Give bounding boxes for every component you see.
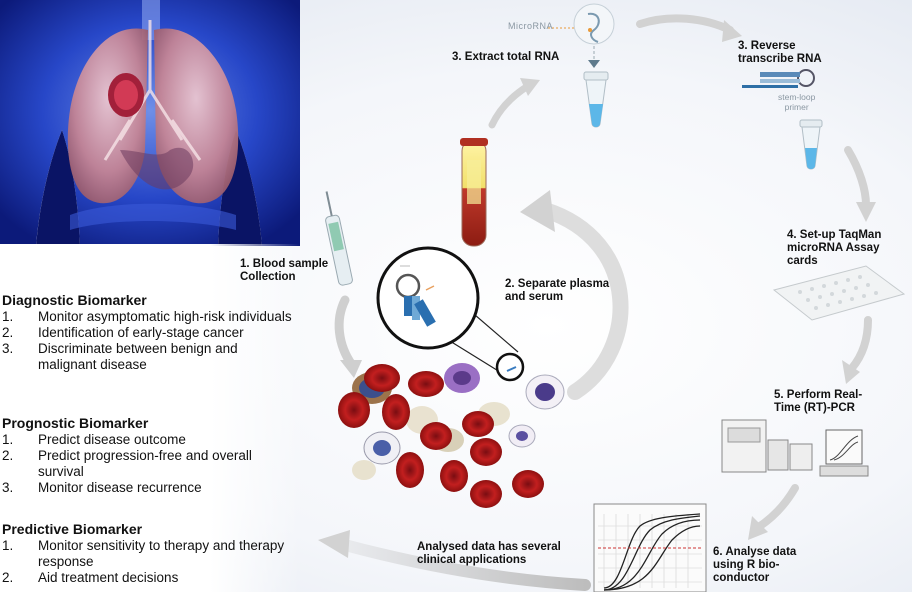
step-2-label: 2. Separate plasma and serum bbox=[505, 278, 610, 303]
cycle-arrows bbox=[318, 14, 876, 591]
arrow-pcr-to-analyse bbox=[756, 484, 799, 530]
biomarker-panel bbox=[0, 244, 300, 592]
list-item: 3.Monitor disease recurrence bbox=[2, 480, 202, 495]
step-1-label: 1. Blood sample Collection bbox=[240, 258, 329, 283]
prognostic-list: 1.Predict disease outcome 2.Predict prog… bbox=[2, 432, 292, 496]
step-3-label: 3. Extract total RNA bbox=[452, 51, 560, 63]
stem-loop-primer-icon bbox=[742, 69, 815, 88]
list-item: 2.Aid treatment decisions bbox=[2, 570, 179, 585]
list-item: 1.Predict disease outcome bbox=[2, 432, 186, 447]
arrow-head-plasma bbox=[520, 190, 555, 232]
step-5-label: 5. Perform Real- Time (RT)-PCR bbox=[774, 389, 863, 414]
list-item: 1.Monitor sensitivity to therapy and the… bbox=[2, 538, 285, 569]
list-item: 2.Identification of early-stage cancer bbox=[2, 325, 244, 340]
arrow-head-analyse bbox=[748, 516, 768, 540]
rt-tube-icon bbox=[799, 119, 823, 170]
predictive-list: 1.Monitor sensitivity to therapy and the… bbox=[2, 538, 292, 586]
arrow-head-cells bbox=[340, 360, 362, 378]
syringe-icon bbox=[325, 191, 353, 286]
predictive-section: Predictive Biomarker 1.Monitor sensitivi… bbox=[2, 521, 292, 586]
arrow-extract-to-rt bbox=[636, 14, 734, 34]
step-6-label: 6. Analyse data using R bio- conductor bbox=[713, 546, 797, 584]
step-4-label: 4. Set-up TaqMan microRNA Assay cards bbox=[787, 229, 882, 267]
arrow-head-extract bbox=[520, 78, 540, 96]
list-item: 2.Predict progression-free and overall s… bbox=[2, 448, 252, 479]
arrow-cells-to-plasma bbox=[537, 202, 629, 400]
amplification-plot-icon bbox=[593, 503, 707, 592]
arrow-head-clinical bbox=[318, 530, 350, 558]
predictive-title: Predictive Biomarker bbox=[2, 521, 143, 537]
zoom-callout bbox=[376, 246, 525, 382]
lung-torso-illustration bbox=[0, 0, 300, 246]
arrow-head-rt bbox=[722, 20, 742, 42]
prognostic-section: Prognostic Biomarker 1.Predict disease o… bbox=[2, 415, 292, 496]
extract-tube-icon bbox=[583, 71, 609, 128]
workflow-graphics bbox=[318, 3, 906, 592]
clinical-applications-label: Analysed data has several clinical appli… bbox=[417, 541, 561, 566]
diagnostic-title: Diagnostic Biomarker bbox=[2, 292, 147, 308]
list-item: 3.Discriminate between benign and malign… bbox=[2, 341, 238, 372]
step-3b-label: 3. Reverse transcribe RNA bbox=[738, 40, 822, 65]
diagnostic-list: 1.Monitor asymptomatic high-risk individ… bbox=[2, 309, 292, 373]
diagnostic-section: Diagnostic Biomarker 1.Monitor asymptoma… bbox=[2, 292, 292, 373]
prognostic-title: Prognostic Biomarker bbox=[2, 415, 149, 431]
microrna-icon bbox=[548, 3, 615, 68]
list-item: 1.Monitor asymptomatic high-risk individ… bbox=[2, 309, 292, 324]
taqman-card-icon bbox=[772, 265, 906, 321]
blood-cells-illustration bbox=[338, 363, 565, 508]
arrow-collection-to-cells bbox=[334, 295, 357, 370]
rt-pcr-machine-icon bbox=[721, 419, 869, 477]
arrow-head-pcr bbox=[842, 360, 860, 384]
stem-loop-label: stem-loop primer bbox=[778, 92, 816, 112]
microrna-label: MicroRNA bbox=[508, 21, 554, 31]
arrow-tube-to-extract bbox=[488, 82, 532, 129]
arrow-analyse-to-clinical bbox=[339, 539, 591, 591]
blood-tube-icon bbox=[460, 138, 488, 247]
arrow-taqman-to-pcr bbox=[848, 316, 872, 372]
arrow-head-taqman bbox=[856, 202, 876, 222]
arrow-rt-to-taqman bbox=[844, 146, 870, 209]
